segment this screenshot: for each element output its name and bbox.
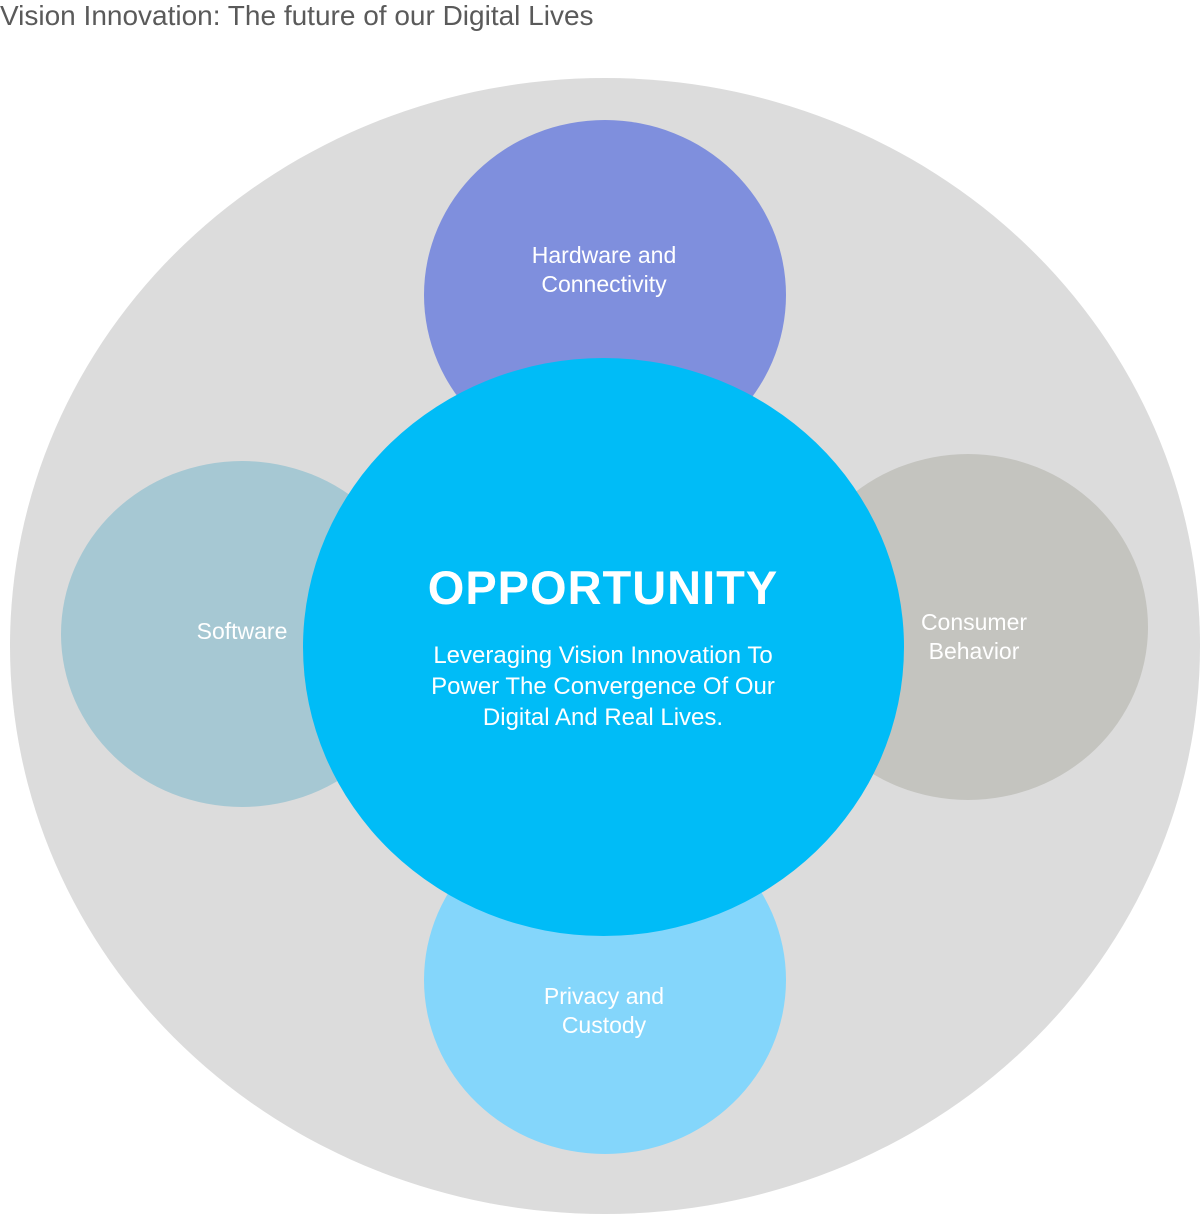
description-line: Power The Convergence Of Our (431, 673, 775, 700)
label-line: Connectivity (541, 271, 667, 297)
description-line: Digital And Real Lives. (482, 704, 724, 731)
label-line: Software (196, 618, 288, 644)
privacy-custody-label: Privacy and Custody (454, 982, 754, 1040)
software-label: Software (142, 617, 342, 646)
opportunity-description: Leveraging Vision Innovation To Power Th… (353, 640, 853, 733)
opportunity-heading: OPPORTUNITY (427, 561, 779, 614)
consumer-behavior-label: Consumer Behavior (874, 608, 1074, 666)
page-title: Vision Innovation: The future of our Dig… (0, 0, 594, 31)
description-line: Leveraging Vision Innovation To (433, 642, 773, 669)
label-line: Custody (561, 1012, 647, 1038)
label-line: Behavior (928, 638, 1020, 664)
label-line: Hardware and (531, 242, 677, 268)
hardware-connectivity-label: Hardware and Connectivity (454, 241, 754, 299)
label-line: Consumer (920, 609, 1028, 635)
opportunity-circle (303, 358, 904, 936)
label-line: Privacy and (543, 983, 665, 1009)
